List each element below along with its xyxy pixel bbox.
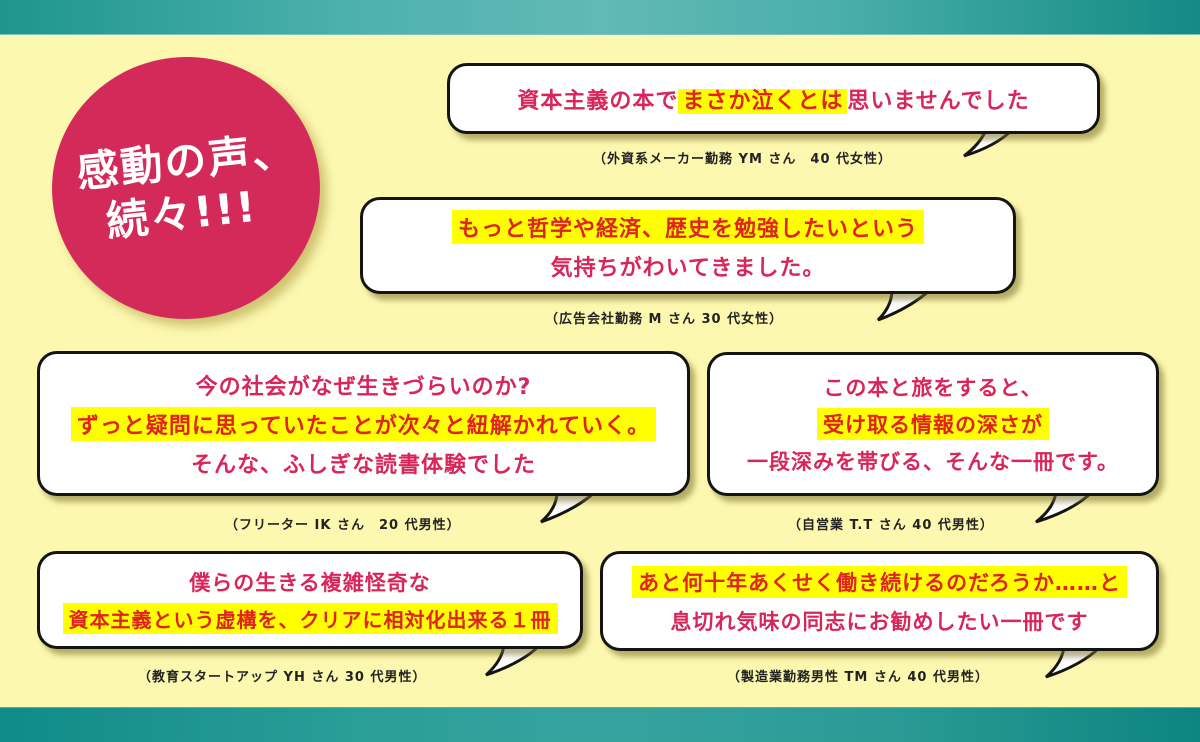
speech-tail-icon xyxy=(485,643,544,677)
speech-tail-icon xyxy=(1045,645,1104,679)
quote-highlight: 受け取る情報の深さが xyxy=(817,408,1049,440)
quote-highlight: まさか泣くとは xyxy=(678,88,848,114)
quote-text: 資本主義の本で xyxy=(517,88,679,114)
testimonial-bubble-5: 僕らの生きる複雑怪奇な 資本主義という虚構を、クリアに相対化出来る１冊 xyxy=(37,551,583,649)
quote-text: 気持ちがわいてきました。 xyxy=(550,255,826,281)
quote-text: 息切れ気味の同志にお勧めしたい一冊です xyxy=(670,610,1089,634)
quote-text: 思いませんでした xyxy=(847,88,1030,114)
testimonial-author-1: （外資系メーカー勤務 YM さん 40 代女性） xyxy=(593,152,893,167)
testimonial-author-2: （広告会社勤務 M さん 30 代女性） xyxy=(545,312,784,327)
speech-tail-icon xyxy=(963,128,1016,158)
testimonial-author-3: （フリーター IK さん 20 代男性） xyxy=(225,518,461,533)
testimonial-author-6: （製造業勤務男性 TM さん 40 代男性） xyxy=(727,670,989,685)
quote-text: 今の社会がなぜ生きづらいのか? xyxy=(195,374,532,400)
testimonial-author-5: （教育スタートアップ YH さん 30 代男性） xyxy=(138,670,427,685)
speech-tail-icon xyxy=(1035,490,1096,524)
quote-text: そんな、ふしぎな読書体験でした xyxy=(190,452,536,478)
testimonial-bubble-4: この本と旅をすると、 受け取る情報の深さが 一段深みを帯びる、そんな一冊です。 xyxy=(707,352,1159,496)
quote-text: この本と旅をすると、 xyxy=(823,376,1043,400)
speech-tail-icon xyxy=(540,490,599,524)
bottom-teal-band xyxy=(0,707,1200,742)
quote-highlight: 資本主義という虚構を、クリアに相対化出来る１冊 xyxy=(62,602,558,634)
speech-tail-icon xyxy=(876,288,934,322)
quote-highlight: ずっと疑問に思っていたことが次々と紐解かれていく。 xyxy=(70,406,657,441)
testimonial-bubble-1: 資本主義の本でまさか泣くとは思いませんでした xyxy=(447,63,1100,134)
quote-highlight: あと何十年あくせく働き続けるのだろうか……と xyxy=(632,566,1127,598)
quote-text: 僕らの生きる複雑怪奇な xyxy=(189,570,431,595)
top-teal-band xyxy=(0,0,1200,35)
testimonial-author-4: （自営業 T.T さん 40 代男性） xyxy=(788,518,994,533)
quote-highlight: もっと哲学や経済、歴史を勉強したいという xyxy=(451,209,924,244)
testimonial-bubble-2: もっと哲学や経済、歴史を勉強したいという 気持ちがわいてきました。 xyxy=(360,197,1016,294)
quote-text: 一段深みを帯びる、そんな一冊です。 xyxy=(747,450,1119,474)
testimonial-line: 資本主義の本でまさか泣くとは思いませんでした xyxy=(517,83,1029,115)
testimonial-bubble-6: あと何十年あくせく働き続けるのだろうか……と 息切れ気味の同志にお勧めしたい一冊… xyxy=(600,551,1159,651)
testimonial-bubble-3: 今の社会がなぜ生きづらいのか? ずっと疑問に思っていたことが次々と紐解かれていく… xyxy=(37,351,690,496)
headline-badge: 感動の声、 続々!!! xyxy=(39,43,333,333)
